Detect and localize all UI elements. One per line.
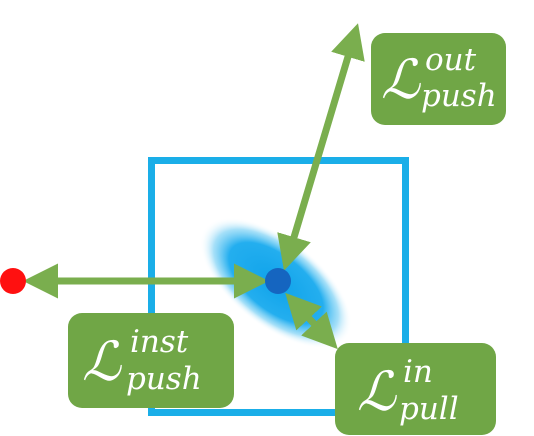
center-point (265, 268, 291, 294)
push-inst-superscript: inst (130, 324, 189, 360)
pull-in-label: ℒ in pull (335, 343, 496, 435)
pull-in-arrow (285, 292, 338, 350)
push-out-symbol: ℒ (381, 48, 420, 111)
pull-in-superscript: in (403, 354, 433, 390)
push-out-subscript: push (421, 78, 497, 114)
outside-point (0, 268, 26, 294)
push-out-label: ℒ out push (371, 33, 506, 125)
push-inst-symbol: ℒ (82, 330, 121, 393)
pull-in-symbol: ℒ (357, 360, 396, 423)
pull-in-subscript: pull (399, 391, 459, 427)
push-out-arrow (277, 23, 365, 271)
push-inst-label: ℒ inst push (68, 313, 234, 408)
push-inst-subscript: push (126, 361, 202, 397)
push-out-superscript: out (425, 42, 477, 78)
